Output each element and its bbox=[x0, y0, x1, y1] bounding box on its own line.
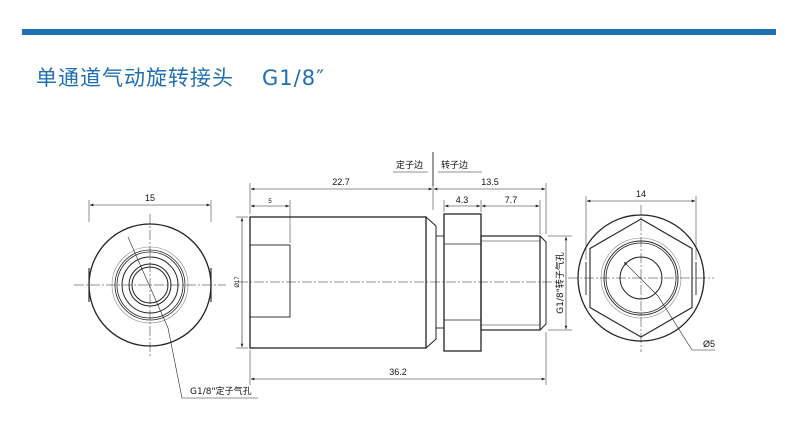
page-title: 单通道气动旋转接头 G1/8″ bbox=[36, 62, 325, 92]
label-rotor-port: G1/8"转子气孔 bbox=[554, 252, 566, 314]
dim-thread-depth: 5 bbox=[268, 199, 272, 205]
label-stator-port: G1/8"定子气孔 bbox=[190, 385, 252, 397]
label-rotor-side: 转子边 bbox=[441, 159, 468, 171]
label-stator-side: 定子边 bbox=[396, 159, 423, 171]
left-end-view bbox=[74, 200, 258, 399]
dim-hex-width: 4.3 bbox=[456, 195, 469, 205]
side-view bbox=[236, 152, 572, 385]
dim-body-diameter: Ø17 bbox=[235, 276, 241, 288]
header-accent-bar bbox=[22, 29, 776, 35]
dim-left-width: 15 bbox=[145, 193, 155, 203]
dim-thread-length: 7.7 bbox=[505, 195, 518, 205]
product-name: 单通道气动旋转接头 bbox=[36, 66, 234, 90]
dim-right-width: 14 bbox=[636, 189, 646, 199]
right-end-view bbox=[568, 196, 715, 352]
dim-bore-diameter: Ø5 bbox=[703, 339, 715, 349]
dim-total-length: 36.2 bbox=[389, 367, 407, 377]
thread-spec: G1/8″ bbox=[262, 66, 325, 90]
dim-body-length: 22.7 bbox=[332, 177, 350, 187]
dim-rotor-length: 13.5 bbox=[481, 177, 499, 187]
